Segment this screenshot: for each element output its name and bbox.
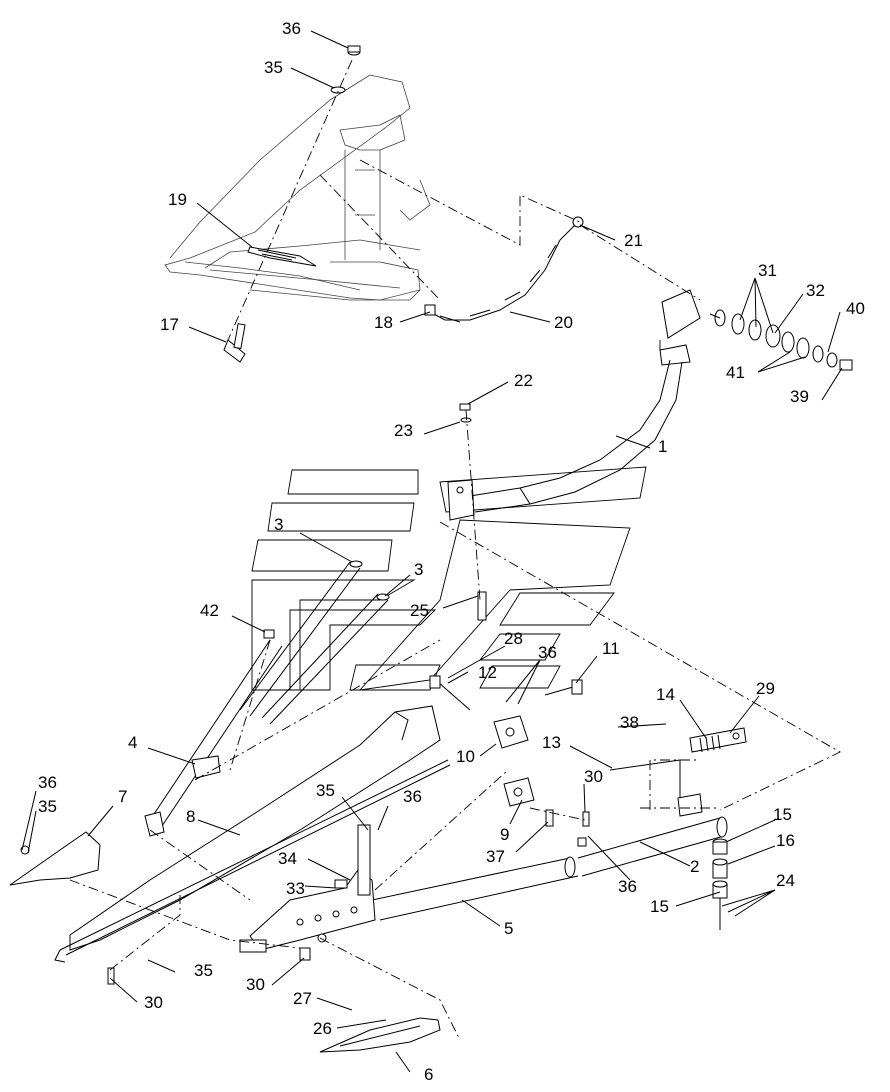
- callout-1: 1: [658, 437, 667, 456]
- divider-arm: [447, 289, 701, 521]
- callout-23: 23: [394, 421, 413, 440]
- callout-26: 26: [313, 1019, 332, 1038]
- callout-33: 33: [286, 879, 305, 898]
- callout-15-upper: 15: [773, 805, 792, 824]
- callout-30-left: 30: [144, 993, 163, 1012]
- washer-nut-top: [330, 45, 361, 94]
- callout-38: 38: [620, 713, 639, 732]
- callout-22: 22: [514, 371, 533, 390]
- assembly-lines: [69, 59, 841, 1041]
- washer-stack: [709, 309, 853, 371]
- pins: [429, 675, 583, 711]
- callout-6: 6: [424, 1065, 433, 1084]
- callout-8: 8: [186, 807, 195, 826]
- shield-plate: [9, 831, 101, 886]
- callout-9: 9: [500, 825, 509, 844]
- callout-36-right: 36: [618, 877, 637, 896]
- callout-40: 40: [846, 299, 865, 318]
- callout-41: 41: [726, 363, 745, 382]
- callout-29: 29: [756, 679, 775, 698]
- callout-10: 10: [456, 747, 475, 766]
- callout-30-lower: 30: [246, 975, 265, 994]
- callout-20: 20: [554, 313, 573, 332]
- spacers: [712, 838, 728, 930]
- callout-31: 31: [758, 261, 777, 280]
- callout-2: 2: [690, 857, 699, 876]
- callout-5: 5: [504, 919, 513, 938]
- callout-labels: 36 35 19 17 18 20 21 31 32 40 41 39 22 2…: [38, 19, 865, 1084]
- callout-4: 4: [128, 733, 137, 752]
- long-skid-panel: [54, 705, 451, 963]
- callout-14: 14: [656, 685, 675, 704]
- callout-35-lower: 35: [194, 961, 213, 980]
- callout-21: 21: [624, 231, 643, 250]
- callout-27: 27: [293, 989, 312, 1008]
- small-fasteners: [107, 811, 590, 985]
- callout-36-mid: 36: [538, 643, 557, 662]
- callout-42: 42: [200, 601, 219, 620]
- callout-16: 16: [776, 831, 795, 850]
- tube-parts: [239, 560, 390, 725]
- callout-37: 37: [486, 847, 505, 866]
- callout-3-lower: 3: [414, 560, 423, 579]
- callout-32: 32: [806, 281, 825, 300]
- knife-section: [247, 246, 317, 267]
- main-beam: [239, 816, 728, 953]
- callout-18: 18: [374, 313, 393, 332]
- callout-7: 7: [118, 787, 127, 806]
- callout-12: 12: [478, 663, 497, 682]
- callout-13: 13: [542, 733, 561, 752]
- callout-3-upper: 3: [274, 515, 283, 534]
- callout-34: 34: [278, 849, 297, 868]
- callout-28: 28: [504, 629, 523, 648]
- callout-30-mid: 30: [584, 767, 603, 786]
- hinge-brackets: [493, 715, 554, 827]
- bolt-set-upper: [459, 403, 487, 621]
- callout-36-beam: 36: [403, 787, 422, 806]
- carriage-bolt: [223, 323, 246, 363]
- callout-35: 35: [264, 58, 283, 77]
- callout-25: 25: [410, 601, 429, 620]
- watermark-logo: [251, 466, 647, 691]
- callout-35-beam: 35: [316, 781, 335, 800]
- callout-15-lower: 15: [650, 897, 669, 916]
- callout-39: 39: [790, 387, 809, 406]
- callout-17: 17: [160, 315, 179, 334]
- callout-36: 36: [282, 19, 301, 38]
- callout-11: 11: [602, 639, 620, 658]
- spring-rod: [609, 727, 747, 817]
- lift-rod-assembly: [144, 629, 283, 837]
- divider-tip-assembly: [164, 74, 431, 301]
- callout-24: 24: [776, 871, 795, 890]
- leader-lines: [21, 30, 843, 1073]
- chain: [424, 216, 584, 323]
- callout-19: 19: [168, 190, 187, 209]
- callout-35-left: 35: [38, 797, 57, 816]
- callout-36-left: 36: [38, 773, 57, 792]
- skid-shoe: [319, 1017, 441, 1053]
